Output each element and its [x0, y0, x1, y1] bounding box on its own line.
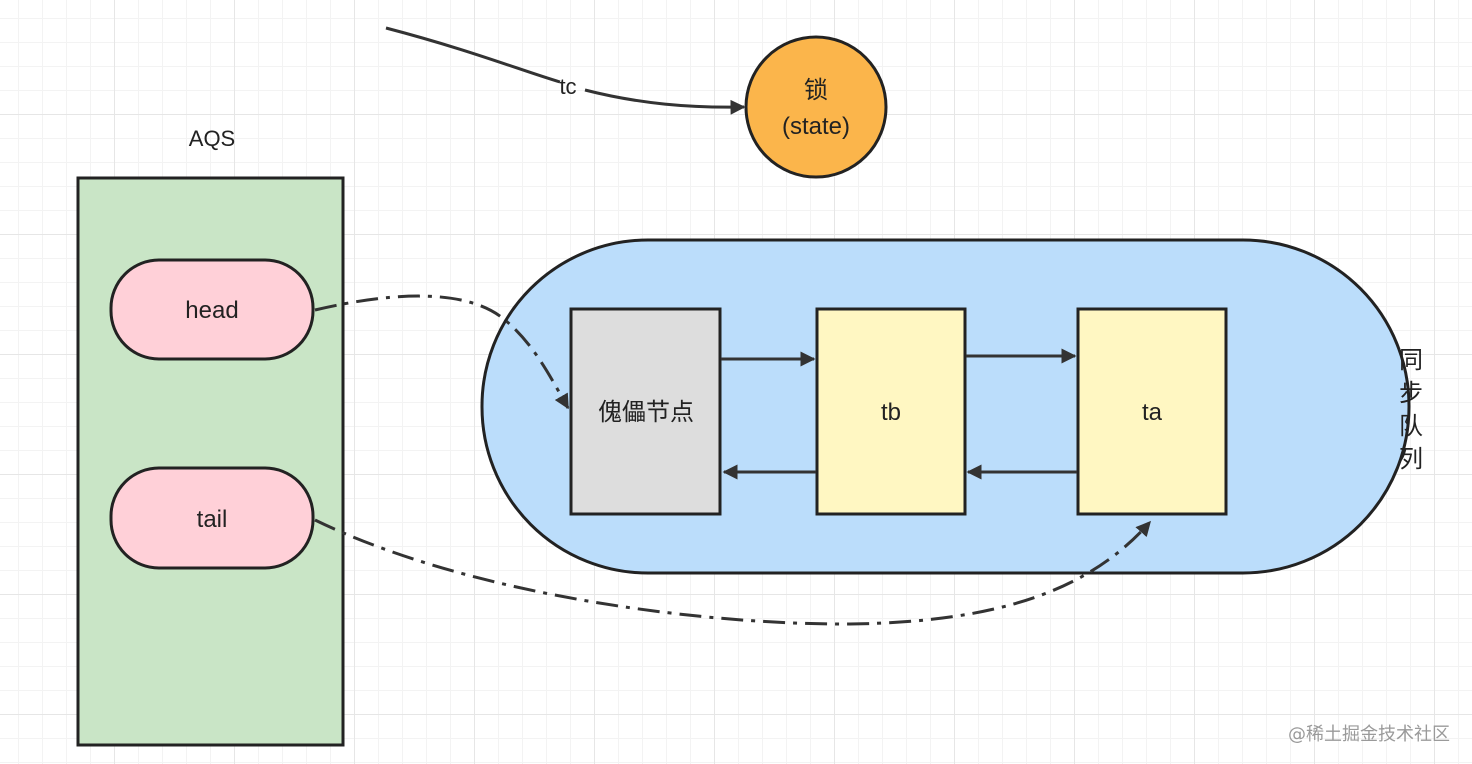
tail-pill: [109, 466, 315, 570]
tc-label: tc: [559, 74, 576, 99]
sync-queue-label-2: 步: [1399, 379, 1423, 407]
head-pointer-arrow: [314, 294, 570, 410]
watermark: @稀土掘金技术社区: [1288, 724, 1450, 745]
dummy-node: [569, 307, 722, 516]
lock-state-label: (state): [782, 113, 850, 140]
node-ta: [1076, 307, 1228, 516]
tail-label: tail: [197, 506, 228, 533]
sync-queue-label-4: 列: [1399, 445, 1423, 473]
aqs-title: AQS: [189, 126, 235, 151]
lock-circle: [744, 35, 888, 179]
tc-arrow: [385, 26, 744, 107]
node-tb: [815, 307, 967, 516]
lock-label: 锁: [804, 76, 828, 104]
sync-queue-label-3: 队: [1399, 412, 1423, 440]
dummy-node-label: 傀儡节点: [598, 398, 694, 426]
head-label: head: [185, 297, 238, 324]
node-tb-label: tb: [881, 399, 901, 426]
tail-pointer-arrow: [314, 518, 1152, 626]
sync-queue-label-1: 同: [1399, 346, 1423, 374]
node-ta-label: ta: [1142, 399, 1163, 426]
head-pill: [109, 258, 315, 361]
